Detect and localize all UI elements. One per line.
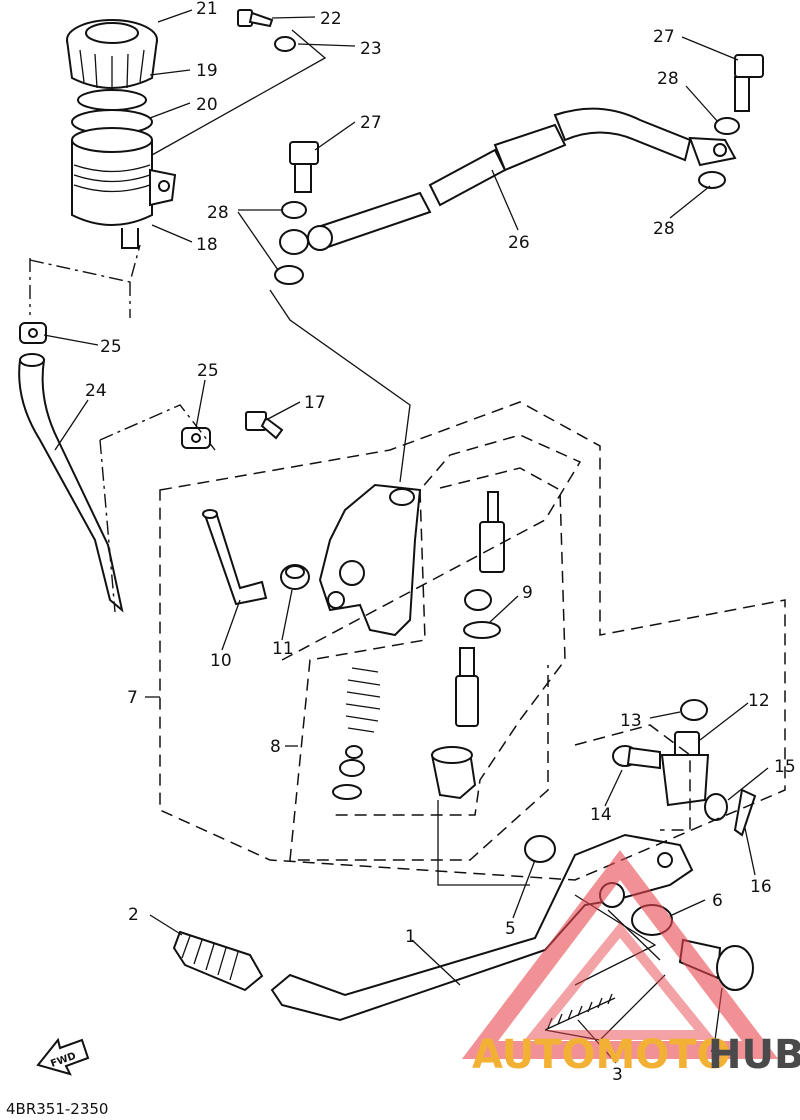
pin-14 [612, 745, 661, 770]
label-5: 5 [505, 919, 516, 939]
label-26: 26 [508, 233, 530, 253]
label-1: 1 [405, 927, 416, 947]
label-17: 17 [304, 393, 326, 413]
nut-13 [680, 699, 708, 721]
label-16: 16 [750, 877, 772, 897]
label-21: 21 [196, 0, 218, 19]
label-22: 22 [320, 9, 342, 29]
washer-28b [274, 265, 304, 285]
label-25a: 25 [100, 337, 122, 357]
bolt-22 [237, 9, 274, 28]
hose-clip-25a [19, 322, 47, 344]
fwd-arrow-icon: FWD [36, 1037, 90, 1076]
drawing-code: 4BR351-2350 [6, 1100, 108, 1118]
part-number-labels: 21 22 23 19 20 18 27 27 28 28 28 26 25 2… [85, 0, 796, 1085]
brake-hose-26 [307, 107, 737, 251]
label-11: 11 [272, 639, 294, 659]
hose-24 [18, 353, 124, 613]
washer-23 [274, 36, 296, 52]
label-19: 19 [196, 61, 218, 81]
label-15: 15 [774, 757, 796, 777]
hose-routing-line [29, 244, 141, 318]
label-27b: 27 [360, 113, 382, 133]
master-cylinder-body [318, 483, 422, 637]
label-9: 9 [522, 583, 533, 603]
fitting-28 [279, 229, 309, 255]
label-28a: 28 [207, 203, 229, 223]
hose-fitting-10 [202, 509, 268, 606]
watermark-hub: HUB [708, 1032, 800, 1078]
label-13: 13 [620, 711, 642, 731]
label-3: 3 [612, 1065, 623, 1085]
pedal-rubber-2 [172, 930, 264, 992]
reservoir-cap [66, 19, 158, 90]
washer-28d [698, 171, 726, 189]
banjo-bolt-27b [734, 54, 764, 112]
assembly-8-outline [281, 434, 582, 861]
reservoir-diaphragm [71, 89, 153, 135]
washer-15 [704, 793, 728, 821]
label-14: 14 [590, 805, 612, 825]
label-18: 18 [196, 235, 218, 255]
label-6: 6 [712, 891, 723, 911]
label-25b: 25 [197, 361, 219, 381]
push-rod-upper [479, 491, 505, 573]
assembly-7-outline [159, 401, 786, 881]
cotter-pin-16 [733, 788, 757, 837]
clevis-outline [574, 724, 691, 831]
cup-seal [464, 589, 492, 611]
label-28b: 28 [657, 69, 679, 89]
washer-5 [524, 835, 556, 863]
piston-rod [455, 647, 479, 727]
boot [430, 746, 477, 800]
label-8: 8 [270, 737, 281, 757]
washer-28a [281, 201, 307, 219]
washer-28c [714, 117, 740, 135]
circlip-9 [463, 621, 501, 639]
label-2: 2 [128, 905, 139, 925]
clevis-12 [660, 731, 710, 807]
label-12: 12 [748, 691, 770, 711]
label-23: 23 [360, 39, 382, 59]
label-20: 20 [196, 95, 218, 115]
label-10: 10 [210, 651, 232, 671]
watermark-auto: AUTOMOTO [472, 1032, 731, 1078]
hose-clip-25b [181, 427, 211, 449]
label-28c: 28 [653, 219, 675, 239]
label-7: 7 [127, 688, 138, 708]
label-24: 24 [85, 381, 107, 401]
spring-8 [332, 667, 381, 800]
watermark-logo [461, 850, 779, 1059]
banjo-bolt-27a [289, 141, 319, 193]
grommet-11 [280, 564, 310, 590]
reservoir-body [71, 127, 177, 249]
bolt-17 [245, 411, 284, 440]
label-27a: 27 [653, 27, 675, 47]
